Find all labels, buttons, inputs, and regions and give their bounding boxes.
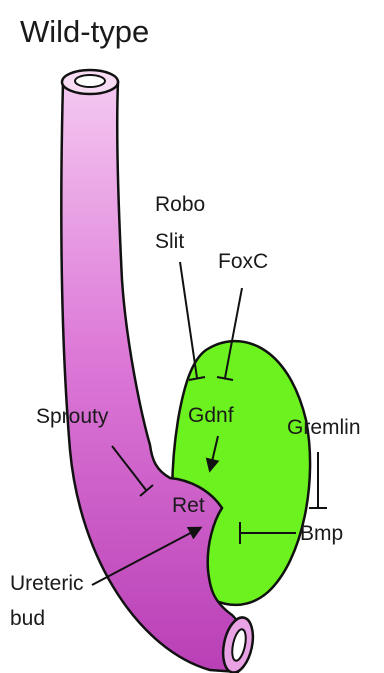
label-robo: Robo [155,193,205,216]
robo-slit-inhibition-line [180,262,197,378]
diagram-title: Wild-type [20,14,149,49]
label-bmp: Bmp [300,522,343,545]
label-ureteric: Ureteric [10,572,84,595]
label-sprouty: Sprouty [36,405,109,428]
label-gdnf: Gdnf [188,404,234,427]
label-gremlin: Gremlin [287,416,361,439]
label-bud: bud [10,607,45,630]
label-foxc: FoxC [218,250,268,273]
label-ret: Ret [172,494,205,517]
label-slit: Slit [155,230,184,253]
duct-top-lumen [75,75,105,87]
